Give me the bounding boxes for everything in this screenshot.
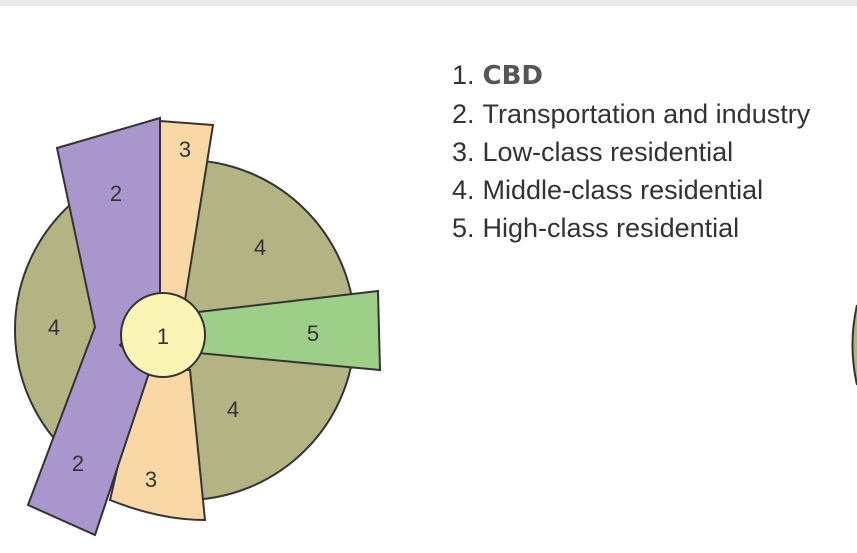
zone-label-1: 1 <box>157 324 169 349</box>
legend-text: High-class residential <box>482 213 740 243</box>
top-border <box>0 0 857 6</box>
legend-number: 5. <box>452 213 475 243</box>
zone-label-4-northeast: 4 <box>254 235 266 260</box>
legend-text: Transportation and industry <box>482 99 811 129</box>
legend-number: 1. <box>452 60 475 90</box>
legend-number: 3. <box>452 137 475 167</box>
zone-label-3-upper: 3 <box>179 137 191 162</box>
zone-label-3-lower: 3 <box>145 467 157 492</box>
zone-label-4-southeast: 4 <box>227 397 239 422</box>
legend: 1.CBD 2.Transportation and industry 3.Lo… <box>452 56 810 247</box>
legend-number: 4. <box>452 175 475 205</box>
legend-text: CBD <box>482 61 544 91</box>
zone-label-2-lower: 2 <box>72 451 84 476</box>
legend-item-middle-class: 4.Middle-class residential <box>452 171 810 209</box>
legend-item-cbd: 1.CBD <box>452 56 810 95</box>
zone-label-4-west: 4 <box>48 315 60 340</box>
legend-item-transportation: 2.Transportation and industry <box>452 95 810 133</box>
legend-number: 2. <box>452 99 475 129</box>
zone-label-2-upper: 2 <box>110 181 122 206</box>
legend-text: Low-class residential <box>482 137 734 167</box>
legend-text: Middle-class residential <box>482 175 764 205</box>
legend-item-low-class: 3.Low-class residential <box>452 133 810 171</box>
zone-1-cbd <box>120 292 206 378</box>
legend-item-high-class: 5.High-class residential <box>452 209 810 247</box>
cropped-shape-right-edge <box>851 304 857 386</box>
zone-label-5: 5 <box>307 321 319 346</box>
